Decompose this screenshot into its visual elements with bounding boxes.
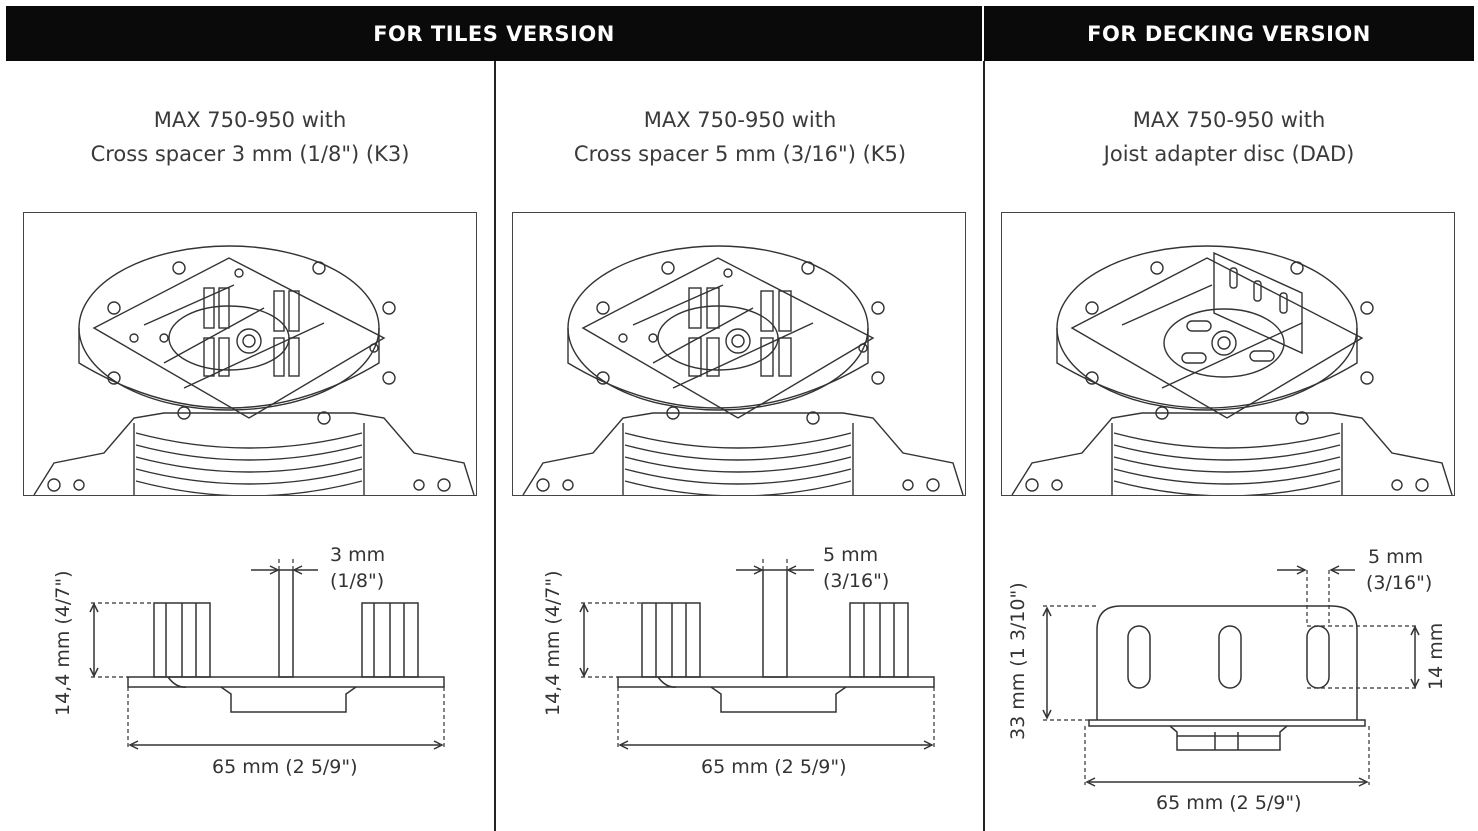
pedestal-illustration-k3: [23, 212, 477, 496]
panel-3-title-line2: Joist adapter disc (DAD): [1103, 142, 1355, 166]
slot-height-dimension-label: 14 mm: [1425, 622, 1447, 690]
height-dimension-label: 14,4 mm (4/7"): [52, 570, 74, 716]
panel-3-title: MAX 750-950 with Joist adapter disc (DAD…: [985, 103, 1473, 171]
pedestal-illustration-k5: [512, 212, 966, 496]
divider-1: [494, 61, 496, 831]
drawing-k3-svg: [89, 558, 445, 750]
pedestal-dad-svg: [1011, 245, 1453, 495]
width-dimension-label: 65 mm (2 5/9"): [701, 756, 847, 778]
header-tiles-version: FOR TILES VERSION: [6, 6, 982, 61]
width-dimension-label: 65 mm (2 5/9"): [1156, 792, 1302, 814]
divider-2: [983, 61, 985, 831]
panel-2-title: MAX 750-950 with Cross spacer 5 mm (3/16…: [496, 103, 984, 171]
panel-2-title-line1: MAX 750-950 with: [643, 108, 837, 132]
pedestal-k5-svg: [522, 245, 964, 495]
panel-1-title-line2: Cross spacer 3 mm (1/8") (K3): [90, 142, 410, 166]
header-decking-version: FOR DECKING VERSION: [984, 6, 1474, 61]
drawing-k3: 3 mm (1/8") 14,4 mm (4/7") 65 mm (2 5/9"…: [6, 540, 494, 830]
gap-imperial-label: (3/16"): [1366, 572, 1433, 594]
drawing-dad-svg: [1042, 565, 1420, 787]
height-dimension-label: 33 mm (1 3/10"): [1007, 582, 1029, 740]
drawing-k5-svg: [579, 558, 935, 750]
gap-value-label: 3 mm: [330, 544, 386, 566]
gap-imperial-label: (1/8"): [330, 570, 385, 592]
pedestal-k3-svg: [33, 245, 475, 495]
panel-1-title-line1: MAX 750-950 with: [153, 108, 347, 132]
drawing-dad: 5 mm (3/16") 33 mm (1 3/10") 14 mm 65 mm…: [985, 540, 1473, 830]
height-dimension-label: 14,4 mm (4/7"): [542, 570, 564, 716]
pedestal-illustration-dad: [1001, 212, 1455, 496]
panel-2-title-line2: Cross spacer 5 mm (3/16") (K5): [573, 142, 907, 166]
gap-value-label: 5 mm: [1368, 546, 1424, 568]
drawing-k5: 5 mm (3/16") 14,4 mm (4/7") 65 mm (2 5/9…: [496, 540, 984, 830]
width-dimension-label: 65 mm (2 5/9"): [212, 756, 358, 778]
gap-imperial-label: (3/16"): [823, 570, 890, 592]
panel-3-title-line1: MAX 750-950 with: [1132, 108, 1326, 132]
panel-1-title: MAX 750-950 with Cross spacer 3 mm (1/8"…: [6, 103, 494, 171]
gap-value-label: 5 mm: [823, 544, 879, 566]
